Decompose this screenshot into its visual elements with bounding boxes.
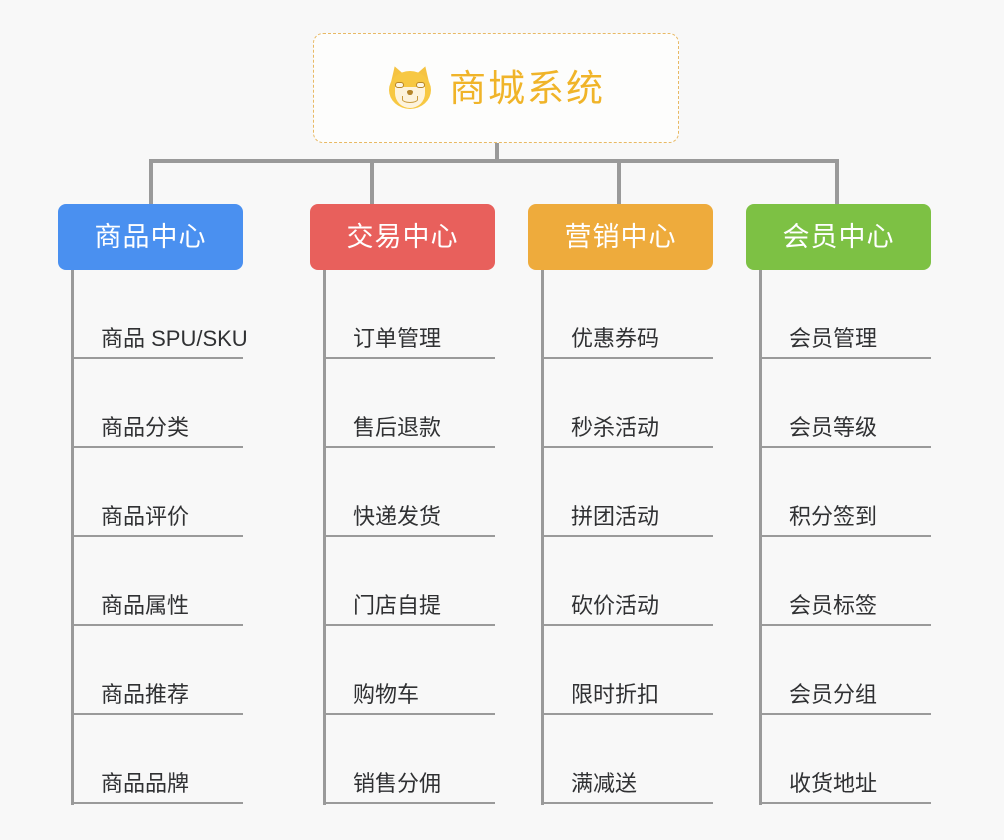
item-label: 销售分佣 <box>353 770 442 796</box>
item-label: 秒杀活动 <box>571 414 660 440</box>
branch-product-center: 商品中心 商品 SPU/SKU 商品分类 商品评价 商品属性 商品推荐 商品品牌 <box>58 204 248 805</box>
branch-trade-center: 交易中心 订单管理 售后退款 快递发货 门店自提 购物车 销售分佣 <box>310 204 495 805</box>
item-label: 限时折扣 <box>571 681 660 707</box>
shiba-inu-dog-face-icon <box>386 63 434 111</box>
tree-spine <box>541 270 544 805</box>
category-header-product-center[interactable]: 商品中心 <box>58 204 243 270</box>
dog-nose-icon <box>407 90 413 95</box>
list-item[interactable]: 积分签到 <box>759 448 931 537</box>
category-header-trade-center[interactable]: 交易中心 <box>310 204 495 270</box>
branch-marketing-center: 营销中心 优惠券码 秒杀活动 拼团活动 砍价活动 限时折扣 满减送 <box>528 204 713 805</box>
item-list-marketing-center: 优惠券码 秒杀活动 拼团活动 砍价活动 限时折扣 满减送 <box>528 270 713 805</box>
list-item[interactable]: 砍价活动 <box>541 537 713 626</box>
item-label: 积分签到 <box>789 503 878 529</box>
tree-spine <box>71 270 74 805</box>
list-item[interactable]: 收货地址 <box>759 715 931 804</box>
list-item[interactable]: 满减送 <box>541 715 713 804</box>
connector-horizontal-bar <box>149 159 839 163</box>
item-label: 会员标签 <box>789 592 878 618</box>
list-item[interactable]: 优惠券码 <box>541 270 713 359</box>
list-item[interactable]: 订单管理 <box>323 270 495 359</box>
item-label: 商品推荐 <box>101 681 190 707</box>
item-label: 购物车 <box>353 681 420 707</box>
item-label: 订单管理 <box>353 325 442 351</box>
tree-spine <box>759 270 762 805</box>
list-item[interactable]: 商品推荐 <box>71 626 243 715</box>
list-item[interactable]: 商品 SPU/SKU <box>71 270 248 359</box>
item-label: 商品分类 <box>101 414 190 440</box>
category-header-member-center[interactable]: 会员中心 <box>746 204 931 270</box>
list-item[interactable]: 门店自提 <box>323 537 495 626</box>
item-list-product-center: 商品 SPU/SKU 商品分类 商品评价 商品属性 商品推荐 商品品牌 <box>58 270 248 805</box>
item-label: 售后退款 <box>353 414 442 440</box>
item-label: 门店自提 <box>353 592 442 618</box>
list-item[interactable]: 销售分佣 <box>323 715 495 804</box>
list-item[interactable]: 秒杀活动 <box>541 359 713 448</box>
list-item[interactable]: 拼团活动 <box>541 448 713 537</box>
tree-spine <box>323 270 326 805</box>
item-label: 商品 SPU/SKU <box>101 325 248 351</box>
dog-eye-left-icon <box>395 82 404 88</box>
item-label: 会员等级 <box>789 414 878 440</box>
item-label: 收货地址 <box>789 770 878 796</box>
connector-drop-2 <box>370 159 374 204</box>
category-label: 商品中心 <box>94 221 207 252</box>
connector-drop-4 <box>835 159 839 204</box>
item-label: 商品属性 <box>101 592 190 618</box>
list-item[interactable]: 商品品牌 <box>71 715 243 804</box>
item-label: 商品评价 <box>101 503 190 529</box>
list-item[interactable]: 商品属性 <box>71 537 243 626</box>
list-item[interactable]: 商品评价 <box>71 448 243 537</box>
dog-mouth-icon <box>402 96 418 103</box>
list-item[interactable]: 购物车 <box>323 626 495 715</box>
item-label: 砍价活动 <box>571 592 660 618</box>
item-list-trade-center: 订单管理 售后退款 快递发货 门店自提 购物车 销售分佣 <box>310 270 495 805</box>
branch-member-center: 会员中心 会员管理 会员等级 积分签到 会员标签 会员分组 收货地址 <box>746 204 931 805</box>
list-item[interactable]: 会员分组 <box>759 626 931 715</box>
item-label: 拼团活动 <box>571 503 660 529</box>
category-label: 会员中心 <box>782 221 895 252</box>
connector-drop-3 <box>617 159 621 204</box>
item-label: 快递发货 <box>353 503 442 529</box>
item-label: 满减送 <box>571 770 638 796</box>
item-label: 商品品牌 <box>101 770 190 796</box>
connector-drop-1 <box>149 159 153 204</box>
list-item[interactable]: 会员标签 <box>759 537 931 626</box>
list-item[interactable]: 商品分类 <box>71 359 243 448</box>
list-item[interactable]: 会员管理 <box>759 270 931 359</box>
category-label: 营销中心 <box>564 221 677 252</box>
list-item[interactable]: 售后退款 <box>323 359 495 448</box>
root-title: 商城系统 <box>449 67 605 109</box>
category-header-marketing-center[interactable]: 营销中心 <box>528 204 713 270</box>
list-item[interactable]: 会员等级 <box>759 359 931 448</box>
root-node[interactable]: 商城系统 <box>313 33 679 143</box>
item-label: 会员管理 <box>789 325 878 351</box>
item-list-member-center: 会员管理 会员等级 积分签到 会员标签 会员分组 收货地址 <box>746 270 931 805</box>
list-item[interactable]: 快递发货 <box>323 448 495 537</box>
item-label: 优惠券码 <box>571 325 660 351</box>
item-label: 会员分组 <box>789 681 878 707</box>
list-item[interactable]: 限时折扣 <box>541 626 713 715</box>
dog-eye-right-icon <box>416 82 425 88</box>
category-label: 交易中心 <box>346 221 459 252</box>
connector-root-stem <box>495 143 499 162</box>
